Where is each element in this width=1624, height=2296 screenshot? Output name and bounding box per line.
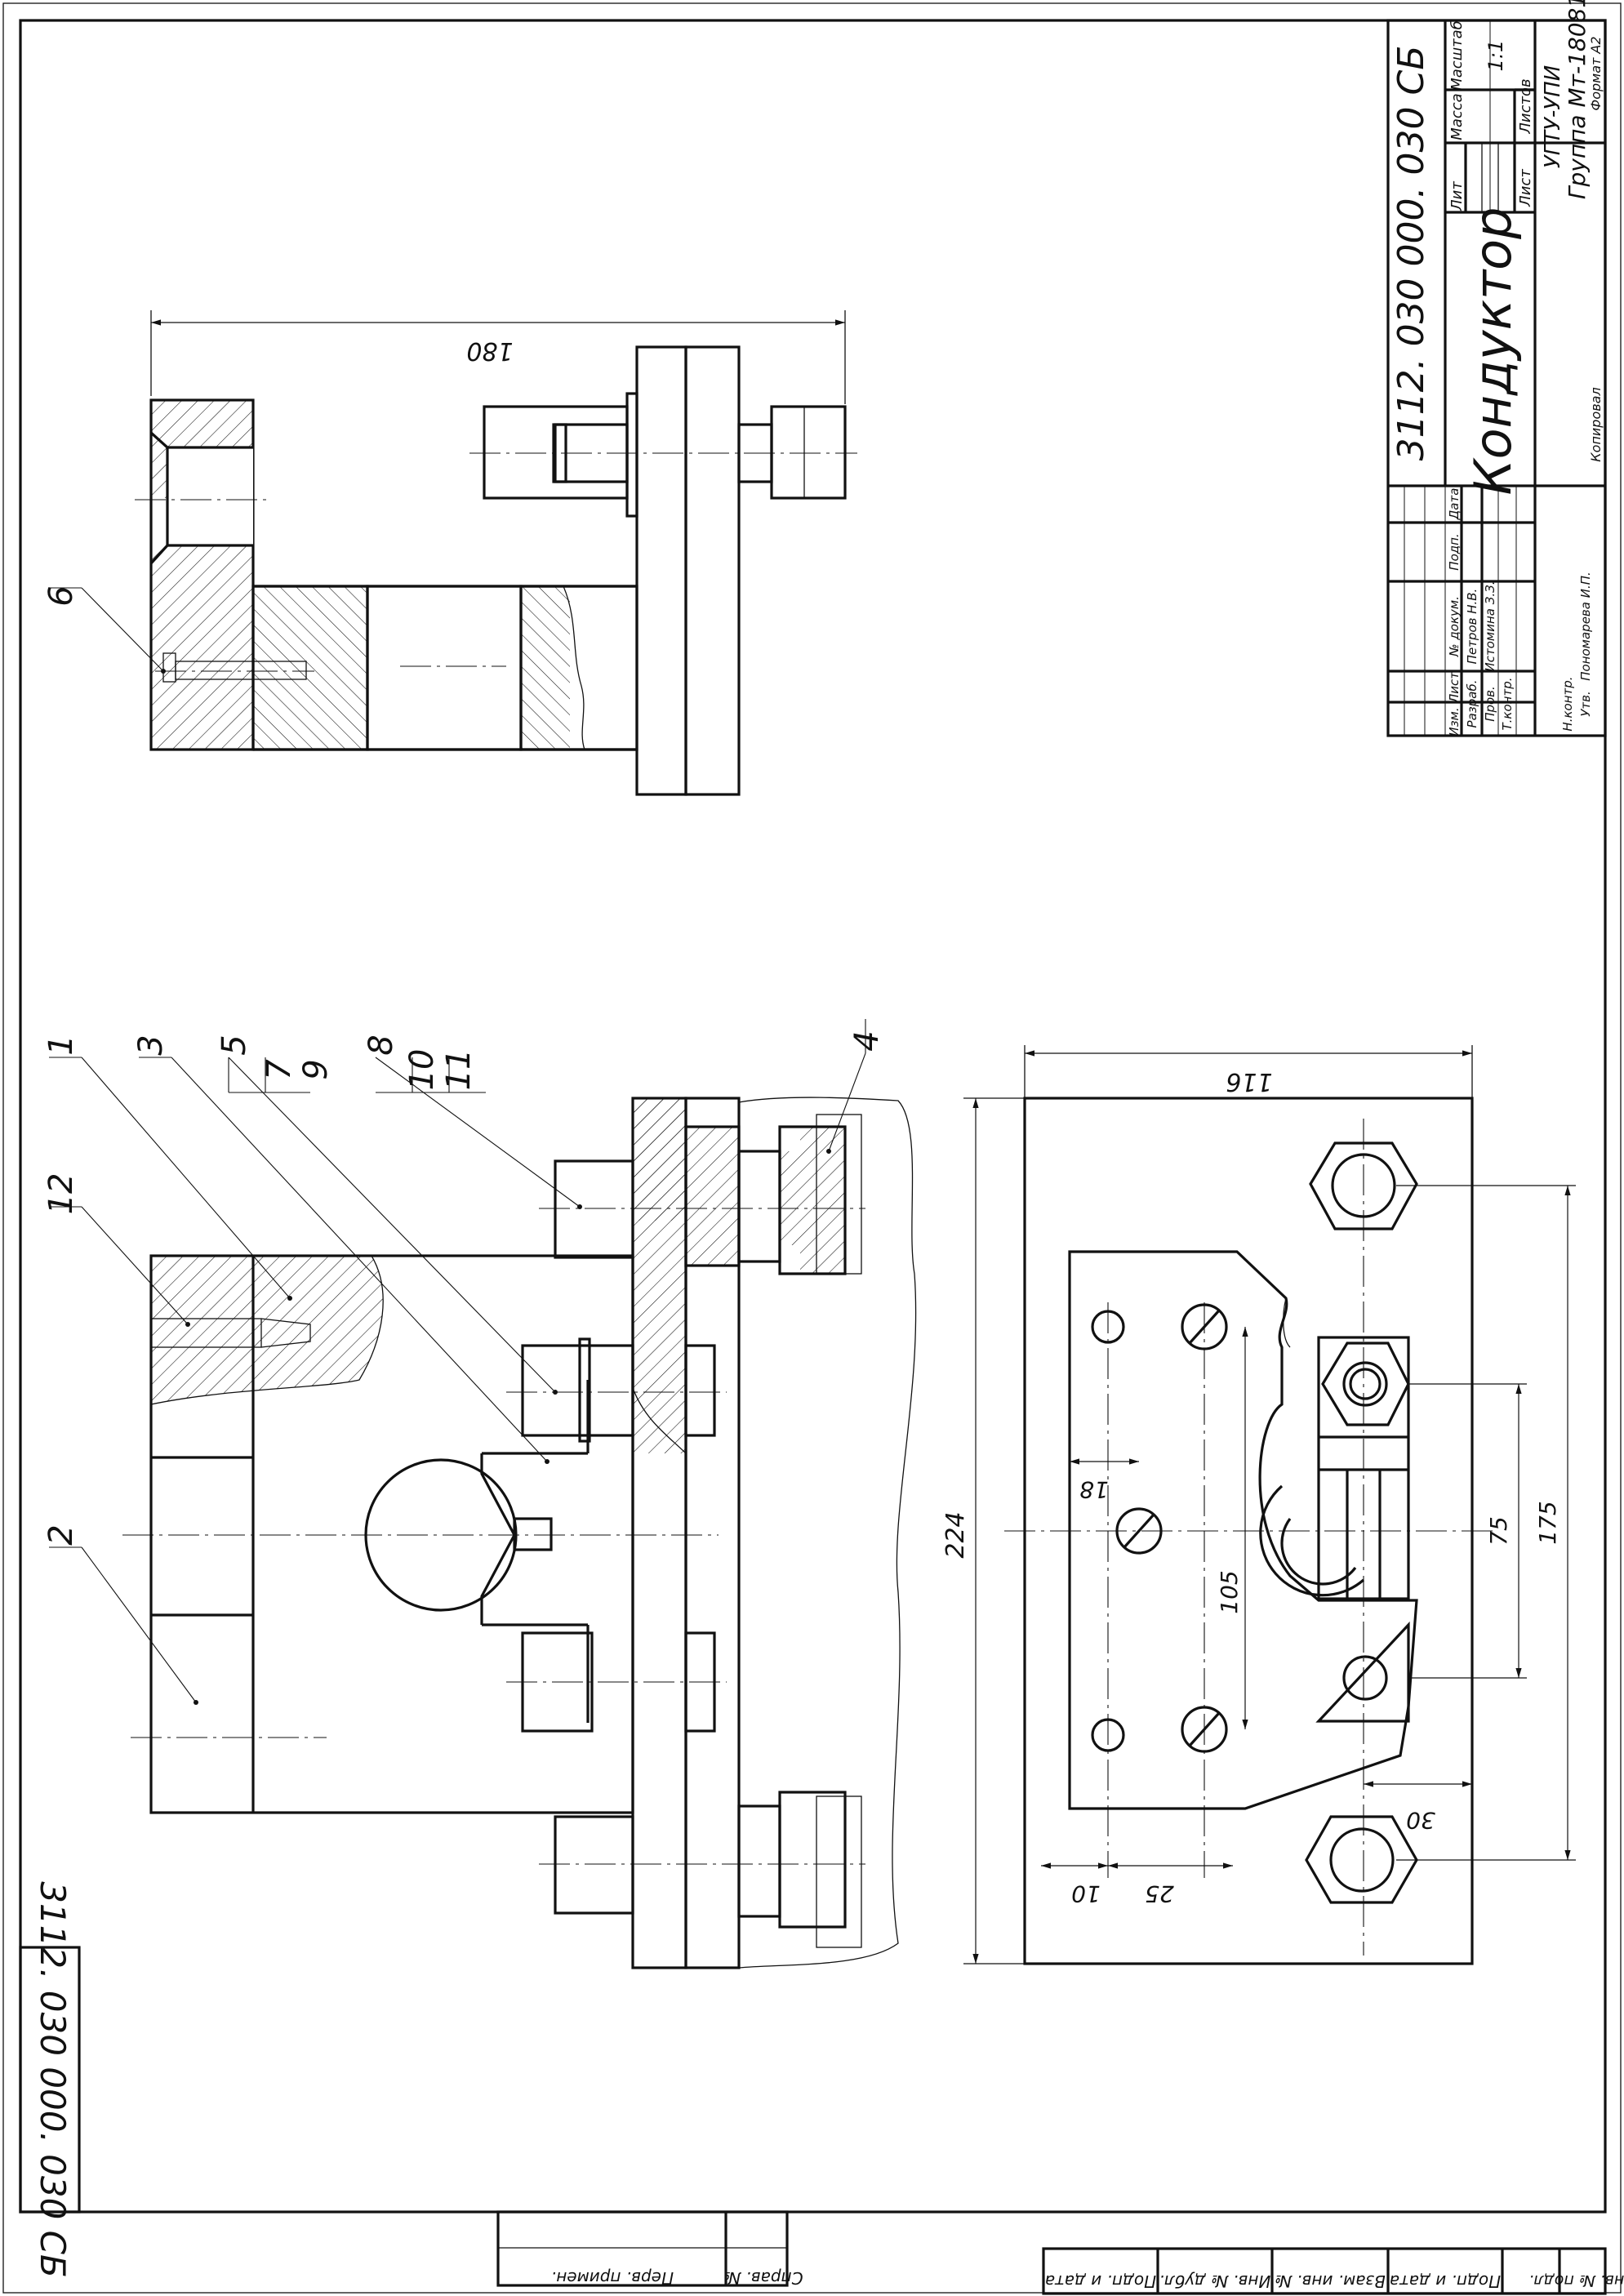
- pos-5: 5: [216, 1035, 253, 1055]
- role-developer: Разраб.: [1465, 680, 1479, 728]
- group-name: Группа Мт-18081: [1564, 0, 1591, 199]
- pos-10: 10: [403, 1049, 441, 1091]
- side-label-sign-date-1: Подп. и дата: [1045, 2272, 1156, 2291]
- side-label-orig-inv: Инв. № подл.: [1528, 2272, 1624, 2289]
- stamp-h-date: Дата: [1447, 488, 1462, 521]
- dim-75: 75: [1485, 1516, 1512, 1546]
- sheet-label: Лист: [1517, 169, 1534, 207]
- sheets-label: Листов: [1517, 78, 1534, 134]
- designation-box-rotated: 3112. 030 000. 030 СБ: [19, 1881, 81, 2278]
- scale-value: 1:1: [1484, 40, 1507, 72]
- pos-11: 11: [440, 1049, 478, 1091]
- side-label-repl-inv: Взам. инв. №: [1275, 2272, 1386, 2291]
- dim-116: 116: [1226, 1067, 1272, 1096]
- dim-105: 105: [1216, 1570, 1243, 1613]
- stamp-grid: [1388, 486, 1535, 736]
- dim-30: 30: [1406, 1807, 1435, 1834]
- dim-25: 25: [1145, 1880, 1174, 1907]
- plan-view: 224 116: [941, 1045, 1576, 1965]
- designation-rotated-text: 3112. 030 000. 030 СБ: [33, 1881, 73, 2278]
- title-block: 3112. 030 000. 030 СБ Кондуктор Лит Масс…: [1386, 0, 1607, 737]
- org-name: УГТУ-УПИ: [1541, 65, 1565, 168]
- name-checker: Истомина З.З.: [1483, 581, 1497, 672]
- copied-label: Копировал: [1588, 387, 1604, 461]
- role-ncontrol: Н.контр.: [1560, 676, 1575, 731]
- side-label-dup-inv: Инв. № дубл.: [1159, 2272, 1271, 2291]
- pos-4: 4: [848, 1030, 886, 1051]
- stamp-h-sign: Подп.: [1447, 533, 1462, 570]
- bottom-binding-column: Перв. примен. Справ. № Подп. и дата Инв.…: [496, 2210, 1624, 2295]
- scale-header: Масштаб: [1448, 20, 1466, 91]
- top-view: 180: [135, 310, 857, 796]
- pos-3: 3: [132, 1035, 170, 1055]
- dim-18: 18: [1079, 1476, 1109, 1503]
- stamp-h-list: Лист: [1447, 671, 1462, 704]
- mass-header: Масса: [1448, 93, 1466, 140]
- title-designation: 3112. 030 000. 030 СБ: [1390, 46, 1432, 461]
- stamp-h-doc: № докум.: [1447, 596, 1462, 657]
- pos-2: 2: [42, 1524, 80, 1545]
- title-name: Кондуктор: [1463, 207, 1523, 496]
- role-tcontrol: Т.контр.: [1500, 677, 1515, 730]
- front-view: [122, 1097, 917, 1969]
- pos-9: 9: [297, 1059, 335, 1079]
- role-approver: Утв.: [1578, 691, 1593, 717]
- side-label-first-use: Перв. примен.: [551, 2268, 674, 2288]
- side-label-ref-no: Справ. №: [723, 2268, 803, 2288]
- stamp-h-izm: Изм.: [1447, 707, 1462, 736]
- side-label-sign-date-2: Подп. и дата: [1390, 2272, 1501, 2291]
- dim-224: 224: [941, 1511, 970, 1558]
- name-approver: Пономарева И.П.: [1578, 572, 1593, 681]
- dim-180: 180: [466, 336, 513, 365]
- pos-8: 8: [363, 1035, 400, 1055]
- lit-header: Лит: [1448, 181, 1466, 211]
- pos-1: 1: [42, 1035, 80, 1055]
- dim-175: 175: [1534, 1501, 1561, 1544]
- format-label: Формат А2: [1588, 36, 1604, 110]
- dim-10: 10: [1071, 1880, 1101, 1907]
- name-developer: Петров Н.В.: [1465, 589, 1479, 665]
- pos-6: 6: [42, 585, 80, 606]
- role-checker: Пров.: [1483, 686, 1497, 722]
- pos-12: 12: [42, 1173, 80, 1215]
- position-callouts: 12 1 3 5 7 9 8 10 11 2: [42, 585, 886, 1705]
- pos-7: 7: [260, 1059, 298, 1080]
- drawing-frame: [19, 19, 1607, 2214]
